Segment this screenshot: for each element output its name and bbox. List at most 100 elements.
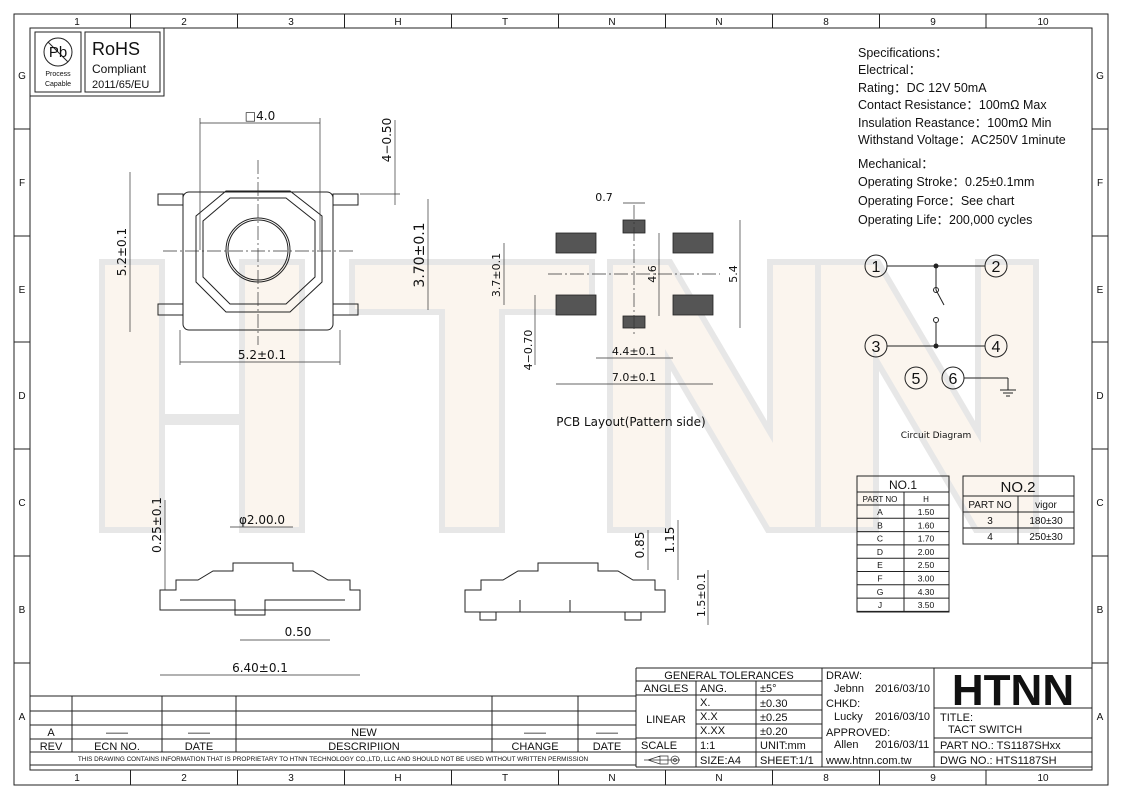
no-lead-icon [43, 37, 73, 67]
svg-text:2: 2 [992, 259, 1001, 276]
row-label: G [18, 71, 26, 82]
svg-text:4.6: 4.6 [646, 265, 659, 283]
pin-6: 6 [941, 366, 965, 390]
spec-line: Specifications： [858, 46, 948, 60]
part-no: G [877, 587, 884, 597]
part-no: D [877, 547, 883, 557]
row-label: A [19, 712, 26, 723]
spec-line: Electrical： [858, 63, 921, 77]
column-header: PART NO [863, 495, 898, 504]
vigor-value: 250±30 [1029, 532, 1063, 543]
svg-text:Jebnn: Jebnn [834, 683, 864, 695]
drawing-number: DWG NO.: HTS1187SH [940, 755, 1057, 767]
revision-header: REV [40, 741, 63, 753]
height-value: 4.30 [918, 587, 935, 597]
svg-text:Compliant: Compliant [92, 62, 147, 76]
svg-text:0.85: 0.85 [633, 532, 647, 559]
column-label: 3 [288, 773, 294, 784]
part-no: J [878, 600, 882, 610]
svg-text:Allen: Allen [834, 739, 858, 751]
rohs-badge: Pb Process Capable RoHS Compliant 2011/6… [29, 27, 165, 97]
svg-text:SHEET:1/1: SHEET:1/1 [760, 755, 814, 767]
inner-frame [29, 27, 1093, 771]
svg-text:5.2±0.1: 5.2±0.1 [238, 348, 286, 362]
specifications: Specifications： Electrical： Rating：DC 12V … [858, 46, 1066, 227]
spec-line: Contact Resistance：100mΩ Max [858, 98, 1047, 112]
disclaimer: THIS DRAWING CONTAINS INFORMATION THAT I… [78, 756, 589, 763]
spec-line: Withstand Voltage：AC250V 1minute [858, 133, 1066, 147]
revision-cell: —— [106, 727, 128, 739]
row-label: A [1097, 712, 1104, 723]
column-header: vigor [1035, 500, 1057, 511]
column-label: H [394, 17, 401, 28]
column-label: 10 [1037, 17, 1049, 28]
spec-line: Insulation Reastance：100mΩ Min [858, 116, 1052, 130]
svg-text:3.70±0.1: 3.70±0.1 [412, 222, 428, 287]
table-title: NO.1 [889, 478, 917, 492]
svg-text:Process: Process [45, 71, 71, 78]
pb-symbol: Pb [49, 44, 67, 61]
svg-text:TITLE:: TITLE: [940, 712, 973, 724]
pin-5: 5 [904, 366, 928, 390]
column-label: N [608, 773, 615, 784]
spec-line: Operating Life：200,000 cycles [858, 213, 1032, 227]
part-no: C [877, 534, 883, 544]
part-number: PART NO.: TS1187SHxx [940, 740, 1061, 752]
spec-line: Operating Force：See chart [858, 194, 1015, 208]
vigor-value: 180±30 [1029, 516, 1063, 527]
svg-text:6.40±0.1: 6.40±0.1 [232, 661, 288, 675]
part-no: B [877, 520, 883, 530]
height-value: 1.50 [918, 507, 935, 517]
row-label: D [18, 391, 25, 402]
title-block: HTNN TITLE: TACT SWITCH PART NO.: TS1187… [934, 666, 1092, 767]
part-no: A [877, 507, 883, 517]
height-value: 2.00 [918, 547, 935, 557]
svg-text:3.7±0.1: 3.7±0.1 [490, 253, 503, 297]
svg-text:4: 4 [992, 339, 1001, 356]
row-label: E [1097, 285, 1104, 296]
revision-cell: A [47, 727, 55, 739]
svg-text:CHKD:: CHKD: [826, 698, 860, 710]
svg-text:1.15: 1.15 [663, 527, 677, 554]
svg-text:SCALE: SCALE [641, 740, 677, 752]
revision-header: CHANGE [511, 741, 558, 753]
circuit-diagram: 1 2 3 4 5 6 Circuit Diagram [864, 254, 1016, 441]
svg-text:X.: X. [700, 697, 710, 709]
revision-header: DESCRIPIION [328, 741, 400, 753]
revision-cell: —— [188, 727, 210, 739]
row-label: D [1096, 391, 1103, 402]
svg-text:5: 5 [912, 371, 921, 388]
svg-text:0.50: 0.50 [285, 625, 312, 639]
spec-line: Rating：DC 12V 50mA [858, 81, 987, 95]
column-label: 8 [823, 17, 829, 28]
column-label: 9 [930, 17, 936, 28]
column-label: N [608, 17, 615, 28]
svg-text:GENERAL TOLERANCES: GENERAL TOLERANCES [664, 670, 793, 682]
height-value: 1.60 [918, 520, 935, 530]
part-no: F [877, 574, 882, 584]
svg-text:4−0.70: 4−0.70 [522, 330, 535, 371]
height-value: 2.50 [918, 560, 935, 570]
svg-text:±5°: ±5° [760, 683, 777, 695]
svg-text:SIZE:A4: SIZE:A4 [700, 755, 741, 767]
row-label: C [18, 498, 25, 509]
column-label: 3 [288, 17, 294, 28]
rohs-title: RoHS [92, 39, 140, 59]
svg-text:±0.30: ±0.30 [760, 698, 787, 710]
svg-text:APPROVED:: APPROVED: [826, 727, 890, 739]
row-label: C [1096, 498, 1103, 509]
htnn-logo: HTNN [952, 666, 1074, 715]
pin-2: 2 [984, 254, 1008, 278]
column-label: H [394, 773, 401, 784]
svg-text:2016/03/11: 2016/03/11 [875, 739, 929, 751]
revision-cell: NEW [351, 727, 377, 739]
column-label: 2 [181, 773, 187, 784]
revision-cell: —— [524, 727, 546, 739]
svg-text:ANG.: ANG. [700, 683, 727, 695]
svg-text:X.X: X.X [700, 711, 718, 723]
